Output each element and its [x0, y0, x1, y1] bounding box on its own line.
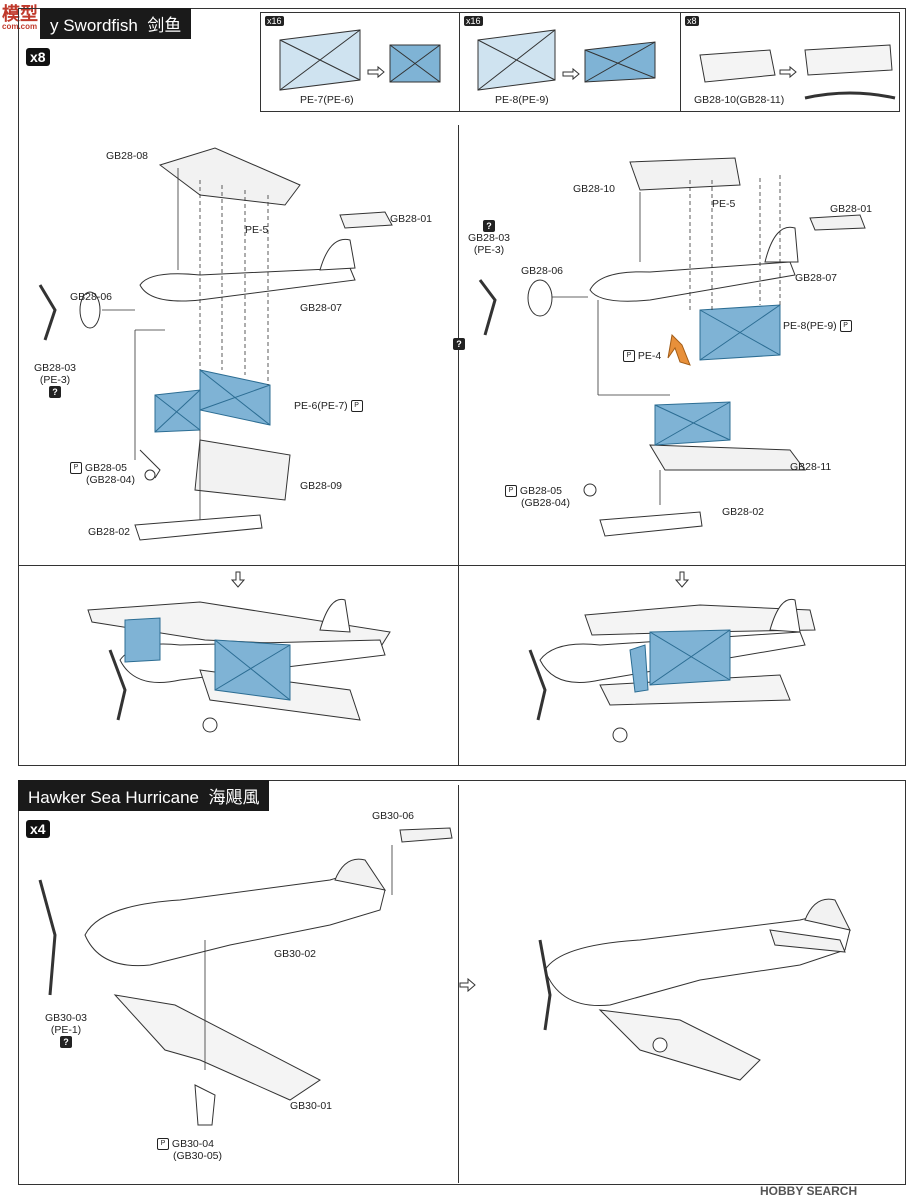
- label-gb30-02: GB30-02: [274, 948, 317, 960]
- hurricane-title: Hawker Sea Hurricane: [28, 788, 200, 807]
- label-gb28-03-right-main: GB28-03: [467, 232, 511, 244]
- question-icon: ?: [49, 386, 61, 398]
- label-gb30-06: GB30-06: [372, 810, 415, 822]
- hurricane-vdivider: [458, 785, 459, 1183]
- label-gb30-03-main: GB30-03: [44, 1012, 88, 1024]
- label-pe5-right: PE-5: [712, 198, 736, 210]
- label-gb30-03: GB30-03 (PE-1) ?: [38, 1012, 94, 1048]
- label-gb28-05-right-main: GB28-05: [519, 485, 562, 497]
- label-gb28-07-left: GB28-07: [300, 302, 343, 314]
- swordfish-hdivider: [18, 565, 906, 566]
- swordfish-multiplier: x8: [26, 48, 50, 66]
- label-gb28-02-left: GB28-02: [88, 526, 131, 538]
- label-pe4-right: P PE-4: [623, 350, 662, 363]
- label-pe8-right-text: PE-8(PE-9): [783, 320, 837, 332]
- pe-label-1: PE-7(PE-6): [300, 94, 354, 106]
- label-gb28-01-left: GB28-01: [390, 213, 433, 225]
- swordfish-title-cn: 剑鱼: [147, 16, 182, 35]
- swordfish-title: y Swordfish: [50, 16, 138, 35]
- label-gb28-06-right: GB28-06: [521, 265, 564, 277]
- hurricane-complete: [538, 898, 851, 1081]
- label-gb30-04: P GB30-04 (GB30-05): [157, 1138, 222, 1162]
- pe-count-1: x16: [265, 16, 284, 26]
- gb28-10-drawing: [699, 44, 896, 100]
- label-gb28-03-right: ? GB28-03 (PE-3): [462, 220, 516, 256]
- label-gb28-07-right: GB28-07: [795, 272, 838, 284]
- label-gb30-01: GB30-01: [290, 1100, 333, 1112]
- label-gb30-04-alt: (GB30-05): [173, 1150, 223, 1163]
- label-gb28-08-left: GB28-08: [106, 150, 149, 162]
- hurricane-title-cn: 海飓風: [208, 788, 260, 807]
- pe-part-icon: P: [70, 462, 82, 475]
- label-gb28-02-right: GB28-02: [722, 506, 765, 518]
- label-gb28-11-right: GB28-11: [790, 461, 832, 473]
- label-gb28-03-right-alt: (PE-3): [473, 244, 505, 256]
- label-pe8-right: PE-8(PE-9) P: [783, 320, 852, 333]
- question-icon: ?: [60, 1036, 72, 1048]
- hurricane-header: Hawker Sea Hurricane 海飓風: [18, 780, 270, 811]
- pe-label-2: PE-8(PE-9): [495, 94, 549, 106]
- label-pe4-right-text: PE-4: [637, 350, 662, 362]
- pe-part-icon: P: [839, 320, 852, 333]
- watermark-logo: 模型: [2, 4, 38, 24]
- hurricane-multiplier: x4: [26, 820, 50, 838]
- swordfish-left-exploded: [38, 147, 393, 541]
- label-gb28-05-left-alt: (GB28-04): [86, 474, 136, 487]
- pe-count-2: x16: [464, 16, 483, 26]
- down-arrow-right: [674, 571, 690, 588]
- label-gb28-05-left: P GB28-05 (GB28-04): [70, 462, 135, 486]
- hobby-search-logo: HOBBY SEARCH: [760, 1184, 857, 1198]
- question-icon-mid: ?: [453, 338, 465, 350]
- down-arrow-left: [230, 571, 246, 588]
- pe7-fret-drawing: [279, 29, 441, 91]
- pe-panels-box: [260, 12, 900, 112]
- watermark-subtext: com.com: [2, 22, 38, 31]
- pe4-orange-strut: [667, 333, 691, 366]
- label-pe6-left: PE-6(PE-7) P: [294, 400, 363, 413]
- swordfish-frame: [18, 8, 906, 766]
- pe-divider-1: [459, 12, 460, 112]
- question-icon: ?: [483, 220, 495, 232]
- swordfish-left-struts: [154, 369, 271, 433]
- label-gb28-09-left: GB28-09: [300, 480, 343, 492]
- pe-label-3: GB28-10(GB28-11): [694, 94, 785, 106]
- pe8-fret-drawing: [477, 29, 656, 91]
- pe-part-icon: P: [505, 485, 517, 498]
- pe-part-icon: P: [350, 400, 363, 413]
- label-pe6-left-text: PE-6(PE-7): [294, 400, 348, 412]
- label-gb28-03-left-alt: (PE-3): [39, 374, 71, 386]
- label-gb28-05-right-alt: (GB28-04): [521, 497, 571, 510]
- swordfish-header: y Swordfish 剑鱼: [40, 8, 192, 39]
- label-gb28-05-left-main: GB28-05: [84, 462, 127, 474]
- label-gb28-01-right: GB28-01: [830, 203, 873, 215]
- pe-divider-2: [680, 12, 681, 112]
- hurricane-exploded: [38, 827, 453, 1126]
- hurricane-frame: [18, 780, 906, 1185]
- label-gb28-03-left-main: GB28-03: [33, 362, 77, 374]
- label-pe5-left: PE-5: [245, 224, 269, 236]
- pe-part-icon: P: [623, 350, 635, 363]
- pe-count-3: x8: [685, 16, 699, 26]
- label-gb30-04-main: GB30-04: [171, 1138, 214, 1150]
- label-gb28-10-right: GB28-10: [573, 183, 616, 195]
- label-gb28-05-right: P GB28-05 (GB28-04): [505, 485, 570, 509]
- pe-part-icon: P: [157, 1138, 169, 1151]
- hobby-search-text: HOBBY SEARCH: [760, 1184, 858, 1198]
- swordfish-vdivider: [458, 125, 459, 765]
- label-gb30-03-alt: (PE-1): [50, 1024, 82, 1036]
- label-gb28-06-left: GB28-06: [70, 291, 113, 303]
- swordfish-right-exploded: [478, 157, 866, 537]
- right-arrow: [459, 977, 476, 993]
- question-icon: ?: [453, 338, 465, 350]
- label-gb28-03-left: GB28-03 (PE-3) ?: [30, 362, 80, 398]
- swordfish-right-struts: [654, 304, 781, 446]
